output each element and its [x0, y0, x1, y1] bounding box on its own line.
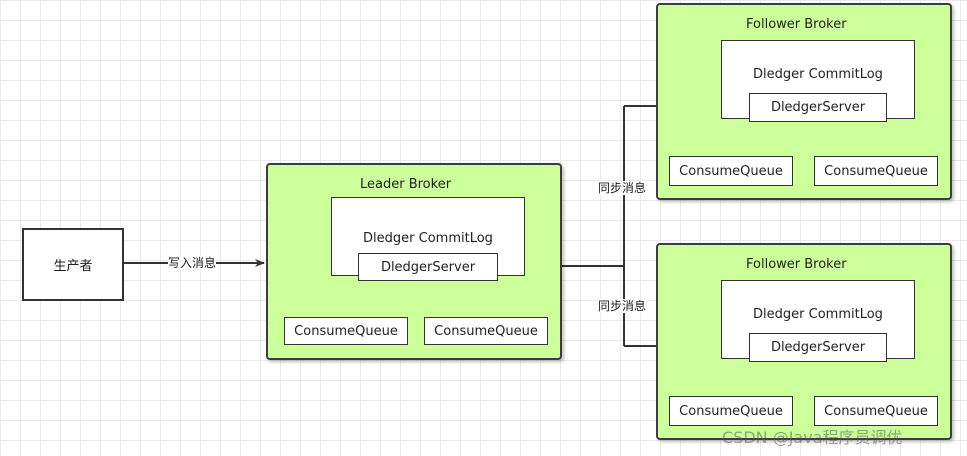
leader-consume-queue-1-label: ConsumeQueue [294, 323, 398, 339]
leader-consume-queue-2-label: ConsumeQueue [434, 323, 538, 339]
follower-2-dledger-server: DledgerServer [749, 333, 887, 362]
follower-broker-1-title: Follower Broker [746, 17, 847, 32]
follower-2-consume-queue-1-label: ConsumeQueue [679, 403, 783, 419]
follower-broker-1: Follower Broker Dledger CommitLog Dledge… [656, 3, 952, 200]
leader-consume-queue-2: ConsumeQueue [424, 317, 548, 345]
csdn-watermark: CSDN @Java程序员调优 [722, 428, 903, 447]
follower-2-consume-queue-2-label: ConsumeQueue [824, 403, 928, 419]
leader-dledger-server: DledgerServer [358, 253, 498, 281]
sync-message-label-2: 同步消息 [598, 299, 647, 313]
follower-broker-2-title: Follower Broker [746, 257, 847, 272]
follower-1-commitlog-label: Dledger CommitLog [753, 67, 883, 82]
sync-message-label-1: 同步消息 [598, 181, 647, 195]
follower-2-commitlog-label: Dledger CommitLog [753, 307, 883, 322]
leader-broker: Leader Broker Dledger CommitLog DledgerS… [266, 163, 562, 360]
leader-commitlog-label: Dledger CommitLog [363, 231, 493, 246]
producer-node: 生产者 [22, 228, 124, 301]
follower-1-consume-queue-2: ConsumeQueue [814, 156, 938, 186]
follower-broker-2: Follower Broker Dledger CommitLog Dledge… [656, 243, 952, 440]
follower-2-dledger-server-label: DledgerServer [770, 340, 866, 355]
follower-1-consume-queue-1: ConsumeQueue [669, 156, 793, 186]
write-message-label: 写入消息 [168, 256, 217, 270]
follower-1-consume-queue-2-label: ConsumeQueue [824, 163, 928, 179]
leader-dledger-server-label: DledgerServer [380, 259, 476, 275]
follower-2-consume-queue-2: ConsumeQueue [814, 396, 938, 426]
follower-1-dledger-server: DledgerServer [749, 93, 887, 122]
follower-1-dledger-server-label: DledgerServer [770, 100, 866, 115]
follower-1-consume-queue-1-label: ConsumeQueue [679, 163, 783, 179]
leader-consume-queue-1: ConsumeQueue [284, 317, 408, 345]
follower-2-consume-queue-1: ConsumeQueue [669, 396, 793, 426]
leader-broker-title: Leader Broker [360, 177, 452, 192]
producer-label: 生产者 [53, 259, 93, 274]
